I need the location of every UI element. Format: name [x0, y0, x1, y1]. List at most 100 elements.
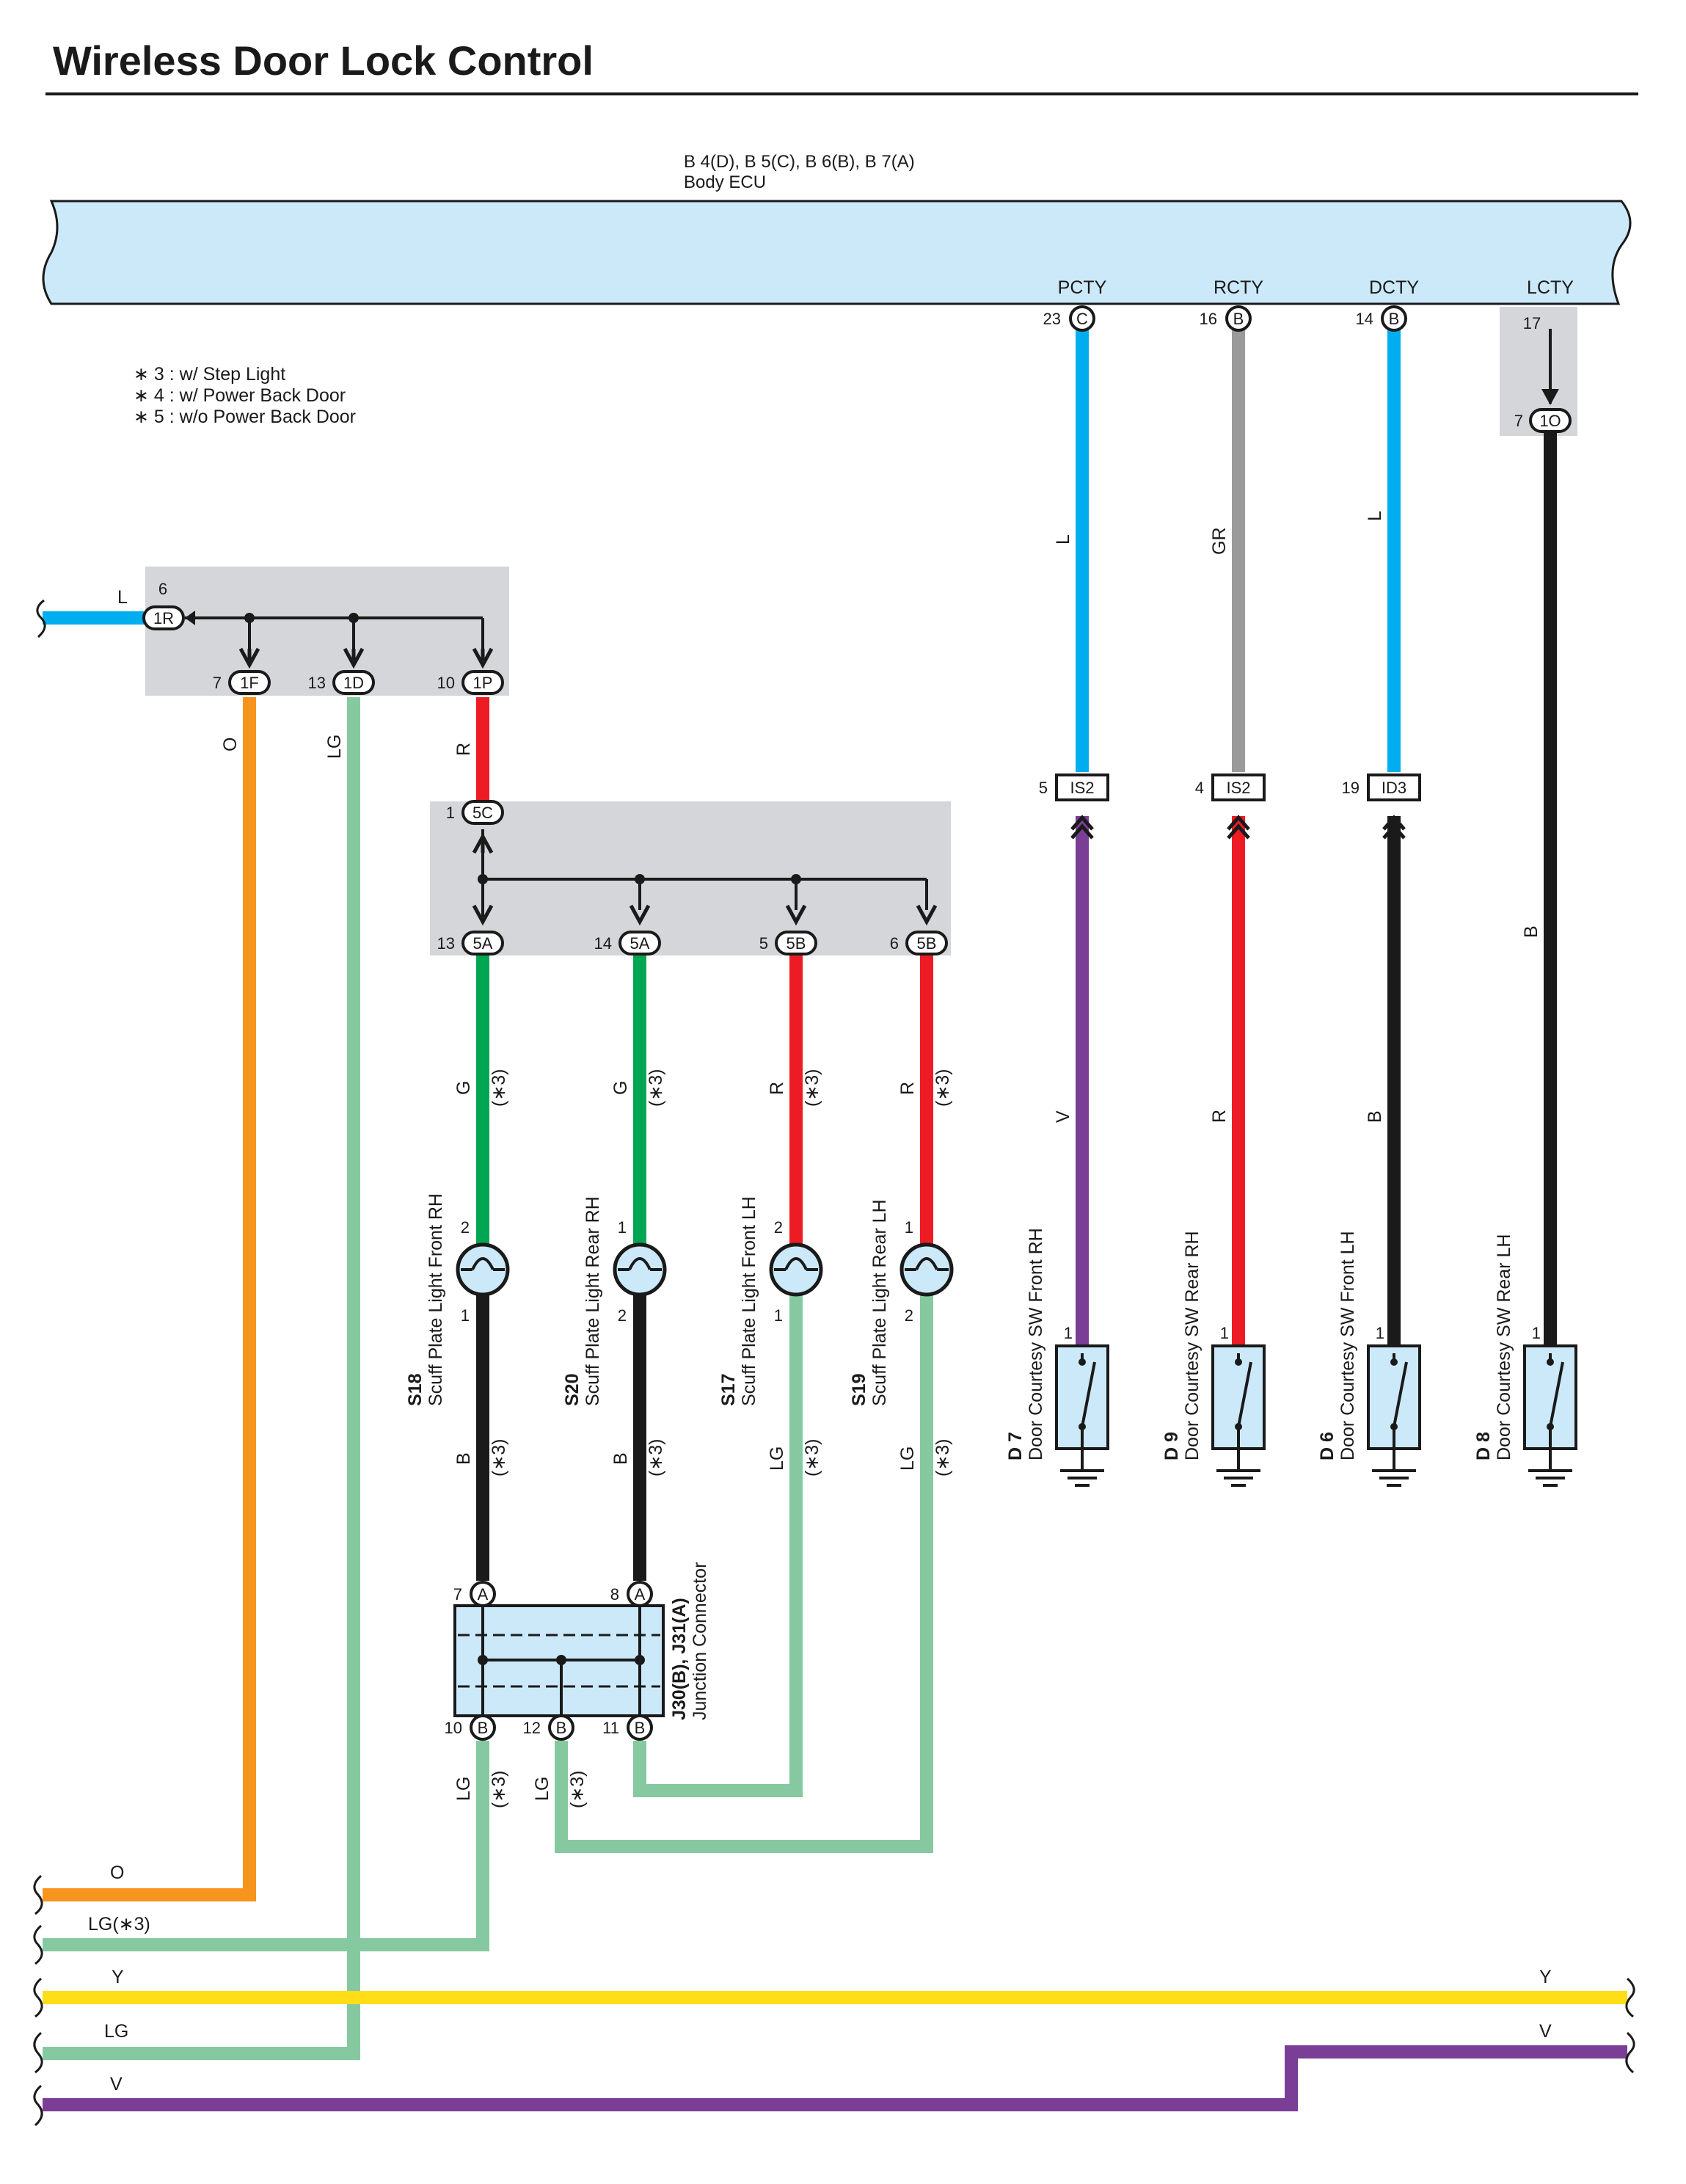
light-s18-name: Scuff Plate Light Front RH	[426, 1193, 446, 1406]
wire-label-b-s18: B	[453, 1452, 474, 1465]
wire-label-y-left: Y	[112, 1967, 124, 1987]
svg-text:1D: 1D	[343, 674, 364, 692]
junction-1-shade	[145, 567, 509, 696]
light-s20-top-pin: 1	[618, 1218, 627, 1237]
wire-label-d9: R	[1209, 1110, 1230, 1123]
switch-d9: 1 D 9 Door Courtesy SW Rear RH	[1161, 1231, 1266, 1487]
svg-text:6: 6	[158, 580, 167, 598]
wire-label-d6: B	[1365, 1110, 1385, 1123]
svg-text:14: 14	[594, 934, 612, 953]
switch-d8-name: Door Courtesy SW Rear LH	[1494, 1234, 1514, 1460]
switch-d9-pin: 1	[1220, 1324, 1229, 1342]
svg-text:1O: 1O	[1539, 412, 1561, 430]
wire-label-v-right: V	[1539, 2021, 1552, 2042]
terminal-lcty: LCTY	[1527, 277, 1574, 298]
wire-label-g-s20: G	[610, 1081, 631, 1095]
svg-text:7: 7	[1514, 412, 1523, 430]
switch-d7-name: Door Courtesy SW Front RH	[1026, 1228, 1046, 1460]
light-s17: 2 1 S17 Scuff Plate Light Front LH	[718, 1196, 823, 1406]
svg-text:13: 13	[437, 934, 455, 953]
svg-text:1R: 1R	[153, 609, 174, 627]
wire-label-r-s17: R	[767, 1082, 787, 1095]
switch-d9-name: Door Courtesy SW Rear RH	[1182, 1231, 1203, 1460]
light-s18-code: S18	[405, 1373, 426, 1406]
wire-v	[43, 2045, 1627, 2111]
ecu-name: Body ECU	[684, 172, 766, 192]
switch-d9-code: D 9	[1161, 1432, 1182, 1460]
star3-label-g-s20: (∗3)	[646, 1069, 666, 1107]
light-s20: 1 2 S20 Scuff Plate Light Rear RH	[562, 1196, 667, 1406]
wire-label-l-in: L	[117, 587, 128, 608]
ecu-pin-pcty: C 23	[1043, 305, 1095, 332]
ecu-code: B 4(D), B 5(C), B 6(B), B 7(A)	[684, 152, 915, 172]
svg-text:7: 7	[213, 674, 222, 692]
connector-1o: 1O 7	[1514, 408, 1572, 433]
svg-text:10: 10	[437, 674, 455, 692]
svg-text:1: 1	[446, 804, 455, 822]
switch-d8-pin: 1	[1532, 1324, 1541, 1342]
switch-d6-name: Door Courtesy SW Front LH	[1338, 1231, 1358, 1460]
connector-5a-13: 5A 13	[437, 931, 504, 956]
wire-label-lg-bottom: LG	[104, 2021, 128, 2042]
svg-text:5: 5	[1039, 779, 1048, 797]
star3-label-b-s20: (∗3)	[646, 1438, 666, 1477]
svg-text:B: B	[1389, 310, 1400, 328]
svg-text:23: 23	[1043, 310, 1061, 328]
wire-label-o-bottom: O	[110, 1863, 124, 1883]
junction-1-bus	[185, 611, 494, 669]
star3-label-b-s18: (∗3)	[489, 1438, 509, 1477]
light-s19: 1 2 S19 Scuff Plate Light Rear LH	[849, 1199, 954, 1406]
svg-text:5: 5	[759, 934, 768, 953]
wire-label-lg-s19: LG	[897, 1446, 918, 1471]
light-s17-code: S17	[718, 1374, 739, 1406]
wire-lg	[43, 697, 360, 2060]
wire-label-lg-s17: LG	[767, 1446, 787, 1471]
terminal-pcty: PCTY	[1058, 277, 1107, 298]
light-s19-top-pin: 1	[905, 1218, 913, 1237]
ecu-pin-rcty: B 16	[1200, 305, 1252, 332]
switch-d6-pin: 1	[1376, 1324, 1384, 1342]
svg-text:5B: 5B	[917, 934, 937, 953]
wire-label-lg-star3-bottom: LG(∗3)	[88, 1914, 150, 1934]
ecu-pin-dcty: B 14	[1356, 305, 1407, 332]
svg-text:C: C	[1076, 310, 1088, 328]
light-s17-top-pin: 2	[774, 1218, 783, 1237]
connector-1f: 1F 7	[213, 670, 271, 695]
page-title: Wireless Door Lock Control	[53, 37, 594, 84]
svg-text:1F: 1F	[240, 674, 259, 692]
svg-text:B: B	[1233, 310, 1244, 328]
note-3: ∗ 3 : w/ Step Light	[134, 364, 285, 385]
wire-lg-star3	[43, 1741, 489, 1951]
svg-text:13: 13	[308, 674, 326, 692]
switch-d7-pin: 1	[1064, 1324, 1073, 1342]
star3-label-lg-s17: (∗3)	[802, 1438, 822, 1477]
svg-text:5A: 5A	[473, 934, 493, 953]
connector-1p: 1P 10	[437, 670, 504, 695]
connector-5c: 5C 1	[446, 800, 504, 825]
connector-5b-5: 5B 5	[759, 931, 817, 956]
connector-id3-19: ID3 19	[1342, 774, 1421, 801]
ecu-pin-lcty: 17	[1523, 314, 1541, 332]
wire-label-r-s19: R	[897, 1082, 918, 1095]
switch-d6: 1 D 6 Door Courtesy SW Front LH	[1317, 1231, 1421, 1487]
svg-text:5B: 5B	[787, 934, 806, 953]
light-s20-name: Scuff Plate Light Rear RH	[583, 1196, 603, 1406]
star3-label-r-s17: (∗3)	[802, 1069, 822, 1107]
switch-d8: 1 D 8 Door Courtesy SW Rear LH	[1473, 1234, 1577, 1487]
svg-text:6: 6	[890, 934, 899, 953]
break-marks	[33, 599, 1635, 2127]
light-s17-bottom-pin: 1	[774, 1306, 783, 1325]
light-s17-name: Scuff Plate Light Front LH	[739, 1196, 759, 1406]
junction-top-conn-7: A	[478, 1585, 489, 1604]
wire-label-v-left: V	[110, 2074, 123, 2094]
wire-label-o: O	[220, 738, 241, 751]
light-s18-bottom-pin: 1	[461, 1306, 470, 1325]
terminal-dcty: DCTY	[1369, 277, 1419, 298]
wire-label-g-s18: G	[453, 1081, 474, 1095]
svg-text:1P: 1P	[473, 674, 493, 692]
wire-label-lg-j12: LG	[532, 1777, 552, 1801]
wire-label-r-1p: R	[453, 743, 474, 756]
wire-label-lcty: B	[1521, 925, 1541, 938]
wire-label-lg-j10: LG	[453, 1777, 474, 1801]
